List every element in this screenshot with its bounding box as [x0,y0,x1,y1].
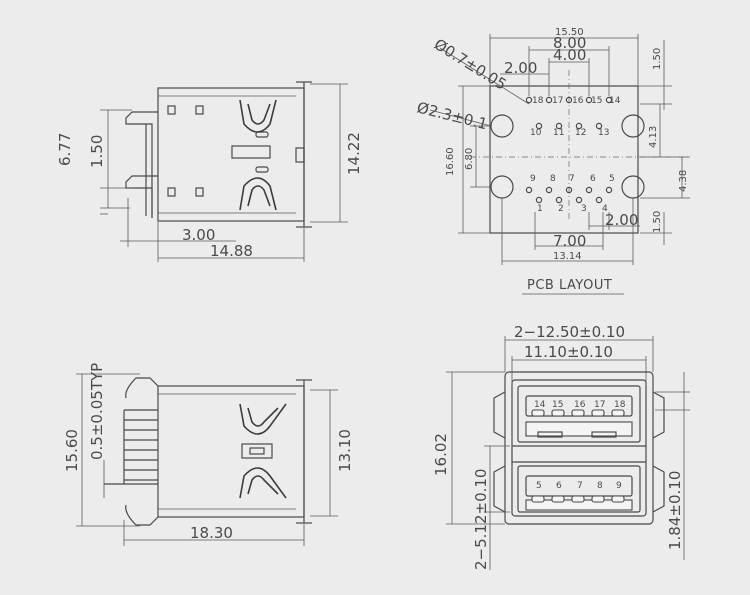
pcb-hole [525,96,533,104]
port-pin-label: 14 [534,400,546,410]
pcb-dim-4-00: 4.00 [553,46,586,64]
pcb-dim-4-38: 4.38 [678,170,689,192]
pcb-pin-label: 4 [602,204,608,214]
contact-nub [591,409,605,417]
pcb-hole [545,186,553,194]
pcb-pin-label: 9 [530,174,536,184]
pcb-dim-8-00: 8.00 [553,34,586,52]
pcb-pin-label: 10 [530,128,542,138]
pcb-dim-hole-small: Ø0.7±0.05 [431,35,510,94]
pcb-pin-label: 16 [572,96,584,106]
dim-pin-width: 0.5±0.05TYP [88,363,106,460]
pcb-layout-title: PCB LAYOUT [527,278,612,293]
port-pin-label: 6 [556,481,562,491]
pcb-hole [565,186,573,194]
contact-nub [551,495,565,503]
pcb-dim-2-00-top: 2.00 [504,59,537,77]
pcb-hole [555,122,563,130]
pcb-hole [595,122,603,130]
pcb-hole [595,196,603,204]
port-pin-label: 9 [616,481,622,491]
pcb-pin-label: 7 [569,174,575,184]
pcb-pin-label: 13 [598,128,609,138]
contact-nub [571,409,585,417]
pcb-dim-16-60: 16.60 [445,147,456,176]
pcb-dim-1-50-top: 1.50 [652,48,663,70]
port-pin-label: 18 [614,400,626,410]
pcb-pin-label: 3 [581,204,587,214]
port-pin-label: 8 [597,481,603,491]
pcb-dim-6-80: 6.80 [464,148,475,170]
pcb-pin-label: 18 [532,96,544,106]
dim-3-00: 3.00 [182,226,215,244]
pcb-pin-label: 11 [553,128,564,138]
front-dim-2-5-12: 2−5.12±0.10 [472,469,490,570]
dim-14-22: 14.22 [345,132,363,175]
pcb-pin-label: 5 [609,174,615,184]
port-pin-label: 15 [552,400,563,410]
pcb-hole [535,196,543,204]
pcb-dim-4-13: 4.13 [648,126,659,148]
pcb-hole [535,122,543,130]
port-pin-label: 16 [574,400,586,410]
contact-nub [571,495,585,503]
pcb-hole [575,196,583,204]
pcb-pin-label: 14 [609,96,621,106]
pcb-pin-label: 15 [591,96,602,106]
contact-nub [591,495,605,503]
pcb-dim-hole-large: Ø2.3±0.1 [415,98,489,133]
port-pin-label: 17 [594,400,605,410]
side-view-top: 6.77 1.50 14.22 3.00 14.88 [56,81,363,262]
side-view-bottom: 15.60 0.5±0.05TYP 13.10 18.30 [63,363,354,546]
contact-nub [531,495,545,503]
front-dim-11-10: 11.10±0.10 [524,343,613,361]
contact-nub [611,495,625,503]
contact-nub [611,409,625,417]
pcb-dim-2-00-bottom: 2.00 [605,211,638,229]
port-pin-label: 7 [577,481,583,491]
pcb-dim-13-14: 13.14 [553,251,582,262]
dim-15-60: 15.60 [63,429,81,472]
pcb-hole [585,186,593,194]
pcb-hole [605,186,613,194]
pcb-hole [605,96,613,104]
dim-18-30: 18.30 [190,524,233,542]
pcb-dim-1-50-bottom: 1.50 [652,211,663,233]
front-view: 2−12.50±0.10 11.10±0.10 16.02 2−5.12±0.1… [432,323,690,570]
contact-nub [551,409,565,417]
contact-nub [531,409,545,417]
dim-13-10: 13.10 [336,429,354,472]
front-dim-2-12-50: 2−12.50±0.10 [514,323,625,341]
pcb-hole [545,96,553,104]
pcb-pin-label: 6 [590,174,596,184]
front-dim-16-02: 16.02 [432,433,450,476]
dim-14-88: 14.88 [210,242,253,260]
pcb-hole [525,186,533,194]
pcb-pin-label: 8 [550,174,556,184]
pcb-pin-label: 1 [537,204,543,214]
pcb-pin-label: 17 [552,96,563,106]
dim-6-77: 6.77 [56,133,74,166]
pcb-hole [575,122,583,130]
pcb-hole [585,96,593,104]
dim-1-50: 1.50 [88,135,106,168]
pcb-dim-15-50: 15.50 [555,27,584,38]
pcb-hole [555,196,563,204]
front-dim-1-84: 1.84±0.10 [666,471,684,550]
port-pin-label: 5 [536,481,542,491]
pcb-layout: 15.50 8.00 4.00 2.00 Ø0.7±0.05 Ø2.3±0.1 … [415,27,690,295]
pcb-hole [565,96,573,104]
pcb-pin-label: 2 [558,204,564,214]
pcb-dim-7-00: 7.00 [553,232,586,250]
pcb-pin-label: 12 [575,128,586,138]
